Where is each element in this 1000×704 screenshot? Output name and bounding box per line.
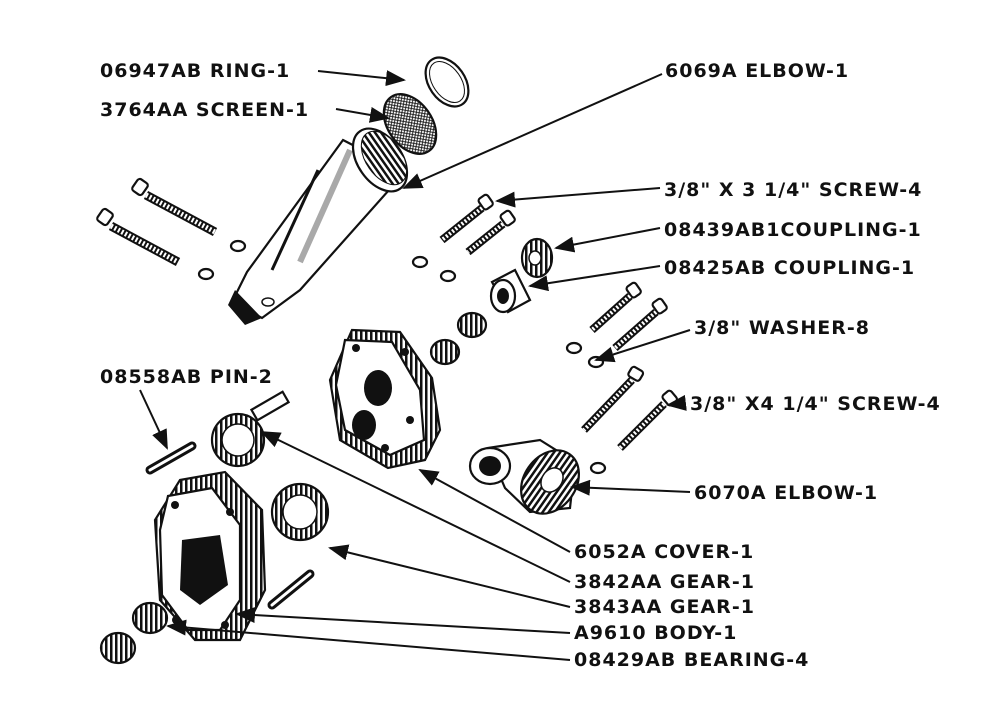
leader-screw-4-25 xyxy=(666,394,687,411)
label-elbow-6070: 6070A ELBOW-1 xyxy=(694,482,878,504)
coupling-08425-part xyxy=(489,268,532,314)
label-gear-3842: 3842AA GEAR-1 xyxy=(574,571,755,593)
label-screw-3-25: 3/8" X 3 1/4" SCREW-4 xyxy=(664,179,922,201)
elbow-6069a-part xyxy=(228,127,409,325)
label-washer: 3/8" WASHER-8 xyxy=(694,317,870,339)
leader-cover xyxy=(418,469,571,553)
label-elbow-6069: 6069A ELBOW-1 xyxy=(665,60,849,82)
leader-lines xyxy=(139,70,691,661)
label-bearing: 08429AB BEARING-4 xyxy=(574,649,809,671)
leader-screen xyxy=(335,107,390,123)
coupling-08439-part xyxy=(520,237,554,279)
gear-3842aa-part xyxy=(210,390,291,468)
pin-lower xyxy=(267,569,315,610)
leader-ring xyxy=(317,70,406,87)
screen-part xyxy=(382,93,438,155)
center-bearings xyxy=(429,311,488,366)
label-gear-3843: 3843AA GEAR-1 xyxy=(574,596,755,618)
ring-part xyxy=(424,56,470,108)
label-body: A9610 BODY-1 xyxy=(574,622,737,644)
label-ring: 06947AB RING-1 xyxy=(100,60,290,82)
part-labels: 06947AB RING-1 3764AA SCREEN-1 6069A ELB… xyxy=(100,60,941,671)
body-a9610-part xyxy=(153,470,267,642)
pin-upper xyxy=(145,441,197,475)
leader-elbow-6070 xyxy=(570,479,691,496)
cover-6052a-part xyxy=(328,328,442,470)
label-coupling-08439: 08439AB1COUPLING-1 xyxy=(664,219,922,241)
upper-screws xyxy=(411,193,516,283)
leader-washer xyxy=(594,329,691,363)
gear-3843aa-part xyxy=(270,482,330,542)
leader-bearing xyxy=(166,619,571,661)
label-screw-4-25: 3/8" X4 1/4" SCREW-4 xyxy=(690,393,941,415)
elbow-6070a-part xyxy=(468,438,580,515)
label-screen: 3764AA SCREEN-1 xyxy=(100,99,309,121)
leader-pin xyxy=(139,389,168,450)
leader-coupling-08425 xyxy=(528,265,661,292)
left-screw-2 xyxy=(96,207,181,266)
leader-gear-3843 xyxy=(328,544,571,608)
leader-screw-3-25 xyxy=(495,187,661,208)
left-screw-1 xyxy=(131,177,218,236)
leader-body xyxy=(235,607,571,634)
right-lower-screws xyxy=(581,365,678,475)
label-coupling-08425: 08425AB COUPLING-1 xyxy=(664,257,915,279)
bottom-bearings xyxy=(99,601,169,665)
left-screws xyxy=(96,177,247,281)
label-pin: 08558AB PIN-2 xyxy=(100,366,273,388)
label-cover: 6052A COVER-1 xyxy=(574,541,754,563)
leader-elbow-6069 xyxy=(402,73,663,189)
leader-coupling-08439 xyxy=(554,227,661,253)
leader-gear-3842 xyxy=(260,431,571,583)
